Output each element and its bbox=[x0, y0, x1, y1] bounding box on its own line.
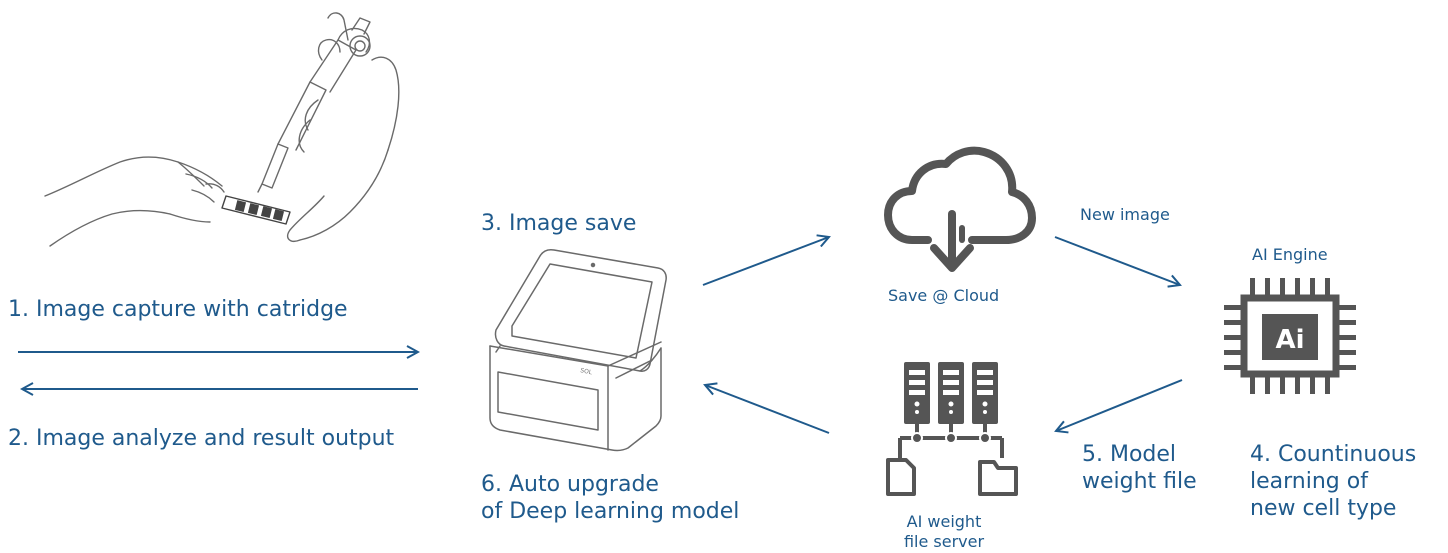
step3-label: 3. Image save bbox=[481, 211, 637, 236]
step4-line3: new cell type bbox=[1250, 495, 1397, 521]
cloud-download-icon bbox=[884, 146, 1036, 272]
cloud-label: Save @ Cloud bbox=[888, 286, 1000, 305]
step6-line1: 6. Auto upgrade bbox=[481, 472, 659, 497]
server-label-line1: AI weight bbox=[906, 512, 982, 531]
chip-pins-left bbox=[1224, 305, 1244, 370]
chip-pins-bottom bbox=[1250, 374, 1330, 394]
server-label: AI weight file server bbox=[889, 512, 999, 551]
arrow-model-weight bbox=[1056, 379, 1183, 431]
arrow-image-save bbox=[702, 237, 829, 286]
step6-label: 6. Auto upgrade of Deep learning model bbox=[481, 472, 739, 526]
chip-pins-top bbox=[1250, 278, 1330, 298]
server-label-line2: file server bbox=[903, 531, 985, 551]
step4-line1: 4. Countinuous bbox=[1250, 442, 1417, 467]
arrows bbox=[18, 236, 1183, 434]
step4-line2: learning of bbox=[1250, 468, 1368, 494]
analyzer-device-illustration bbox=[489, 249, 667, 452]
step4-label: 4. Countinuous learning of new cell type bbox=[1250, 442, 1416, 522]
step5-line2: weight file bbox=[1082, 468, 1197, 494]
file-server-icon bbox=[886, 362, 1018, 496]
ai-chip-icon bbox=[1224, 278, 1356, 394]
ai-engine-label: AI Engine bbox=[1252, 245, 1328, 264]
step5-line1: 5. Model bbox=[1082, 442, 1177, 467]
chip-pins-right bbox=[1336, 305, 1356, 370]
pipette bbox=[257, 17, 371, 193]
hand-pipette-cartridge-illustration bbox=[44, 12, 400, 247]
new-image-label: New image bbox=[1080, 205, 1170, 224]
ai-chip-text: Ai bbox=[1275, 325, 1304, 355]
step2-label: 2. Image analyze and result output bbox=[8, 426, 395, 451]
step5-label: 5. Model weight file bbox=[1082, 442, 1197, 496]
arrow-new-image bbox=[1054, 236, 1180, 285]
device-brand-text: SOL bbox=[580, 367, 594, 376]
arrow-auto-upgrade bbox=[705, 385, 830, 434]
cartridge bbox=[221, 195, 291, 225]
step6-line2: of Deep learning model bbox=[481, 498, 740, 524]
step1-label: 1. Image capture with catridge bbox=[8, 297, 348, 322]
